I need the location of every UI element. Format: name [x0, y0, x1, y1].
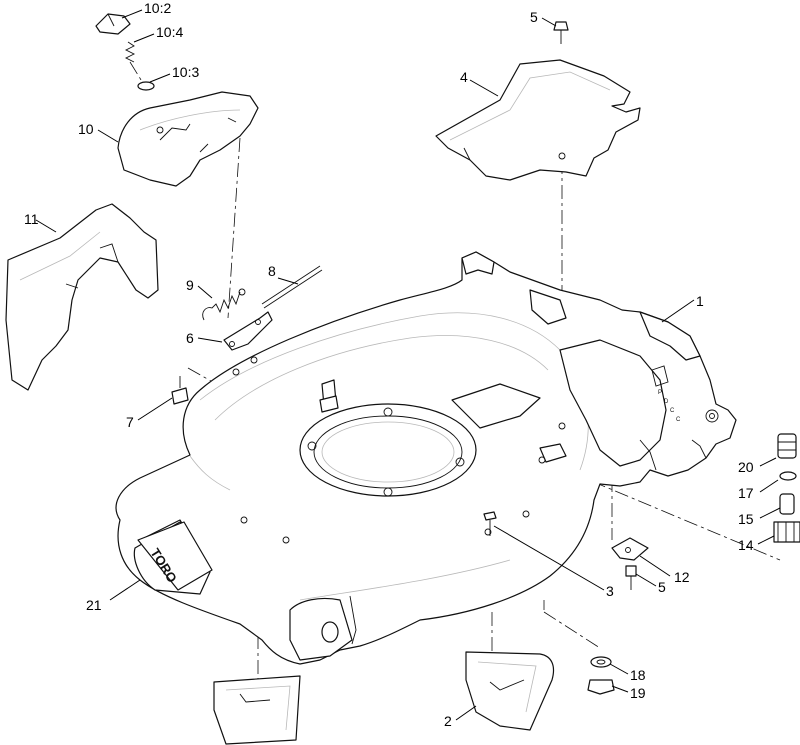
wheel-well-cover-right	[465, 651, 555, 731]
top-screw	[553, 21, 569, 44]
callout-21: 21	[86, 597, 102, 613]
flat-washer	[590, 656, 612, 668]
side-discharge-chute	[5, 203, 159, 391]
hex-nut	[587, 679, 615, 695]
washout-nozzle	[779, 493, 795, 515]
callout-10-2: 10:2	[144, 0, 171, 16]
deck-marking-3: C	[670, 408, 675, 414]
callout-6: 6	[186, 330, 194, 346]
callout-9: 9	[186, 277, 194, 293]
callout-10-3: 10:3	[172, 64, 199, 80]
callout-18: 18	[630, 667, 646, 683]
clip-bracket	[611, 537, 649, 561]
deck-housing: P D C C	[115, 251, 737, 665]
callout-4: 4	[460, 69, 468, 85]
washout-fitting	[777, 433, 797, 459]
callout-leaders	[35, 9, 781, 721]
callout-19: 19	[630, 685, 646, 701]
callout-12: 12	[674, 569, 690, 585]
deck-screw	[483, 511, 497, 536]
callout-2: 2	[444, 713, 452, 729]
mounting-bracket	[223, 311, 273, 351]
latch-washer	[137, 81, 155, 91]
callout-15: 15	[738, 511, 754, 527]
callout-17: 17	[738, 485, 754, 501]
deck-marking-4: C	[676, 417, 681, 423]
callout-5-top: 5	[530, 9, 538, 25]
shoulder-bolt	[171, 376, 189, 405]
wheel-well-cover-left	[213, 675, 301, 745]
callout-14: 14	[738, 537, 754, 553]
callout-10-4: 10:4	[156, 24, 183, 40]
pivot-rod	[261, 265, 323, 309]
latch-knob	[95, 13, 131, 35]
tension-spring	[202, 288, 246, 321]
callout-3: 3	[606, 583, 614, 599]
callout-labels: 10:2 10:4 10:3 10 11 9 8 6 7 21 5 4 1 20…	[24, 0, 754, 729]
callout-7: 7	[126, 414, 134, 430]
discharge-cover-plate	[435, 59, 641, 181]
callout-8: 8	[268, 263, 276, 279]
top-cover	[117, 91, 259, 187]
callout-11: 11	[24, 211, 39, 227]
callout-10: 10	[78, 121, 94, 137]
washout-nut	[773, 521, 800, 543]
callout-20: 20	[738, 459, 754, 475]
deck-marking-2: D	[664, 399, 669, 405]
washout-o-ring	[779, 471, 797, 481]
deck-marking-1: P	[658, 390, 662, 396]
bottom-screw	[625, 565, 637, 590]
callout-1: 1	[696, 293, 704, 309]
latch-spring	[124, 41, 147, 89]
callout-5-bottom: 5	[658, 579, 666, 595]
